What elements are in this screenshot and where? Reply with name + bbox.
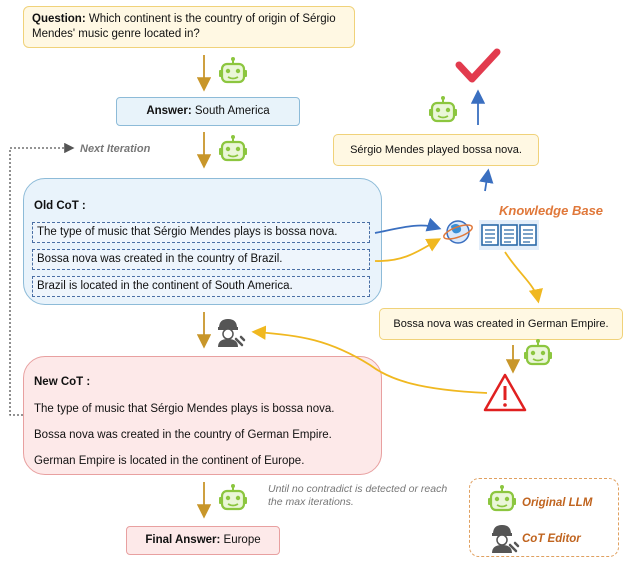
knowledge-base-label: Knowledge Base	[499, 203, 604, 218]
kb-to-fact-arrow	[479, 168, 494, 192]
cot-editor-icon	[216, 317, 246, 349]
question-text: Which continent is the country of origin…	[32, 13, 336, 40]
new-cot-line: Bossa nova was created in the country of…	[34, 429, 332, 441]
final-answer-label: Final Answer:	[145, 534, 221, 546]
final-answer-box: Final Answer: Europe	[126, 526, 280, 555]
answer-label: Answer:	[146, 105, 192, 117]
old-cot-box: Old CoT : The type of music that Sérgio …	[23, 178, 382, 305]
next-iteration-arrow	[9, 142, 75, 416]
flow-arrows	[196, 55, 521, 519]
document-icon	[479, 220, 539, 250]
question-label: Question:	[32, 13, 86, 25]
old-cot-line: Bossa nova was created in the country of…	[32, 249, 370, 270]
new-cot-title: New CoT :	[34, 376, 91, 388]
warning-to-editor-arrow	[251, 325, 488, 394]
new-cot-line: German Empire is located in the continen…	[34, 455, 305, 467]
legend-editor-icon	[490, 523, 520, 555]
robot-icon	[217, 482, 249, 511]
check-icon	[455, 48, 501, 83]
robot-icon	[217, 55, 249, 84]
legend-box	[469, 478, 619, 557]
robot-icon	[522, 337, 554, 366]
legend-robot-icon	[486, 483, 518, 512]
loop-note: Until no contradict is detected or reach…	[268, 483, 448, 508]
robot-icon	[217, 133, 249, 162]
retrieved-fact-box: Sérgio Mendes played bossa nova.	[333, 134, 539, 166]
retrieve-arrow	[374, 217, 442, 234]
old-cot-line: The type of music that Sérgio Mendes pla…	[32, 222, 370, 243]
robot-icon	[427, 94, 459, 123]
conflict-fact-box: Bossa nova was created in German Empire.	[379, 308, 623, 340]
answer-box: Answer: South America	[116, 97, 300, 126]
old-cot-title: Old CoT :	[34, 200, 86, 212]
legend-editor-label: CoT Editor	[522, 533, 581, 545]
legend-llm-label: Original LLM	[522, 497, 593, 509]
warning-icon	[483, 373, 527, 412]
final-answer-text: Europe	[220, 534, 261, 546]
answer-text: South America	[191, 105, 270, 117]
query-arrow	[374, 238, 442, 262]
globe-icon	[443, 220, 473, 244]
new-cot-line: The type of music that Sérgio Mendes pla…	[34, 403, 335, 415]
question-box: Question: Which continent is the country…	[23, 6, 355, 48]
next-iteration-label: Next Iteration	[80, 143, 151, 155]
kb-to-conflict-arrow	[504, 251, 543, 304]
new-cot-box: New CoT : The type of music that Sérgio …	[23, 356, 382, 475]
old-cot-line: Brazil is located in the continent of So…	[32, 276, 370, 297]
